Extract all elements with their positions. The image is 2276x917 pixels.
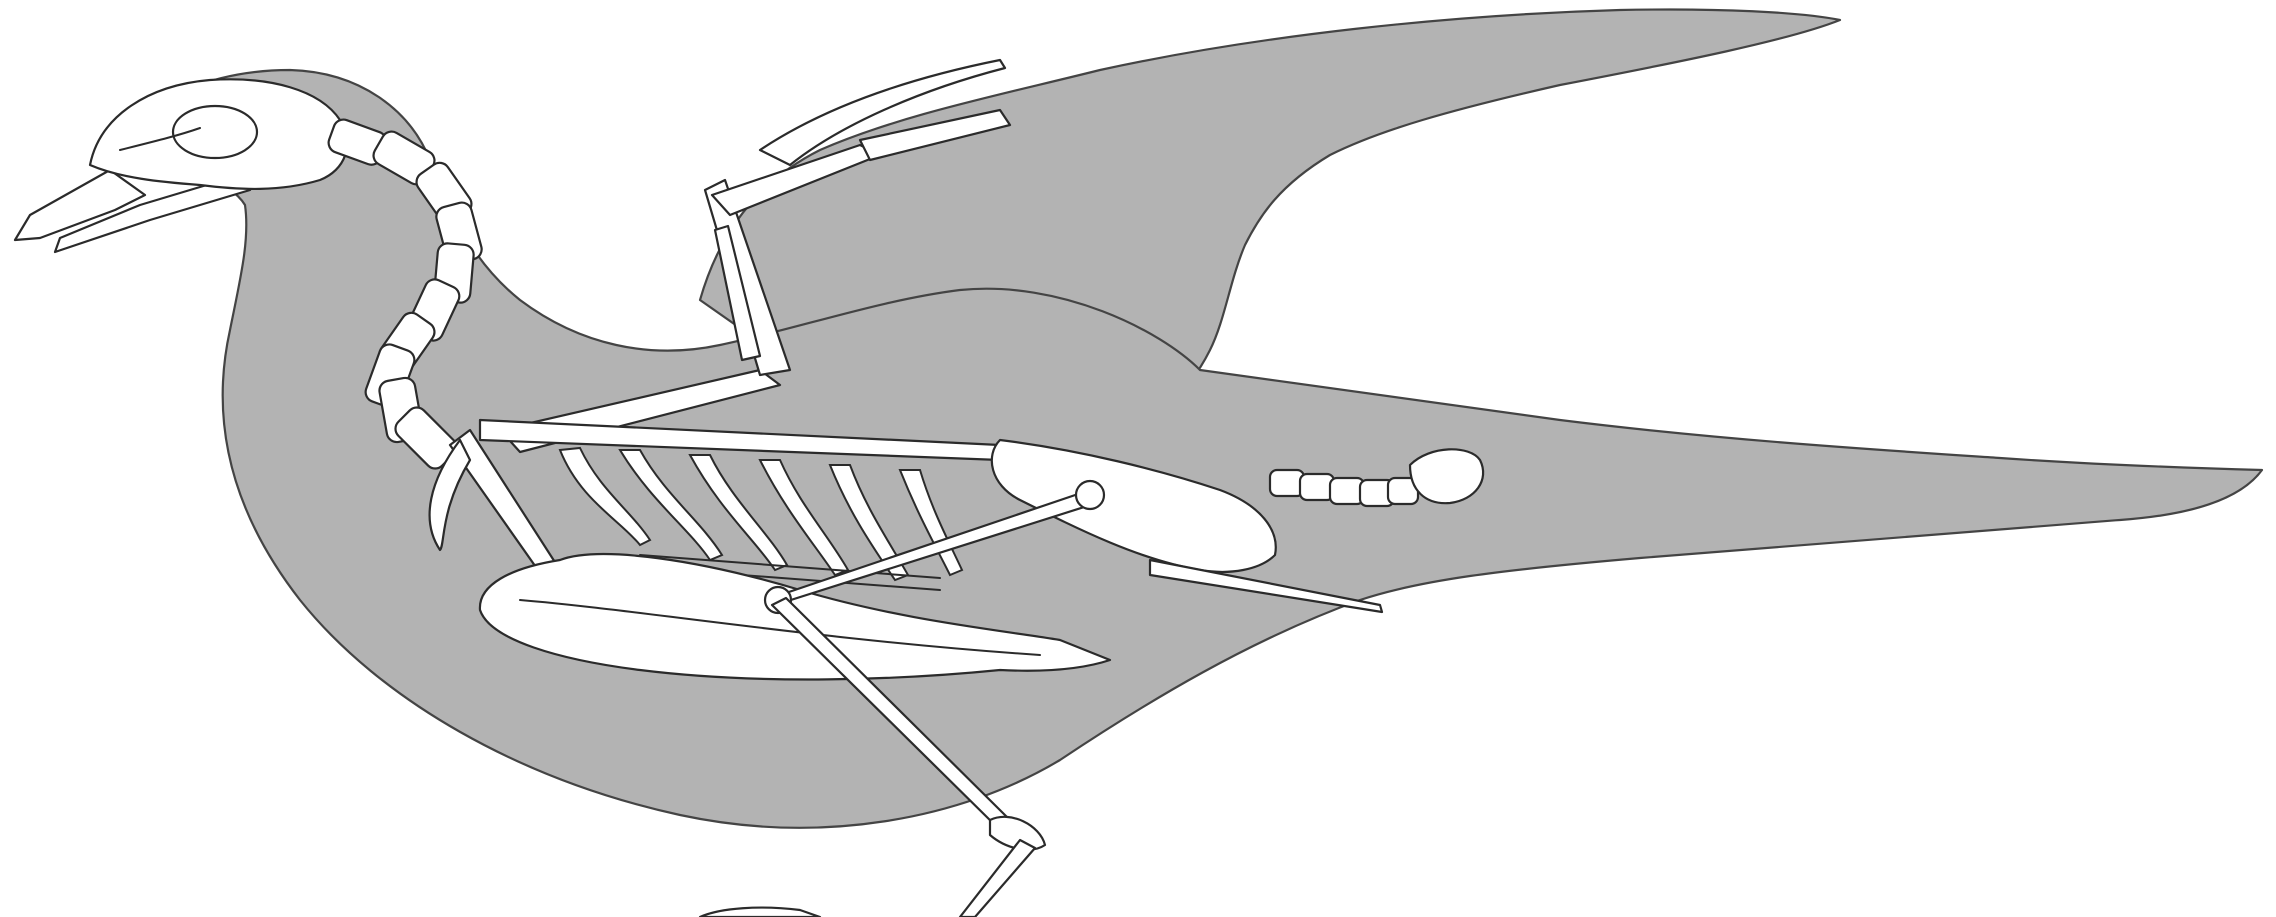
toe-bones: [700, 908, 820, 917]
tarsometatarsus-bone: [960, 840, 1035, 917]
pygostyle-bone: [1410, 449, 1483, 503]
bird-silhouette: [120, 9, 2262, 827]
